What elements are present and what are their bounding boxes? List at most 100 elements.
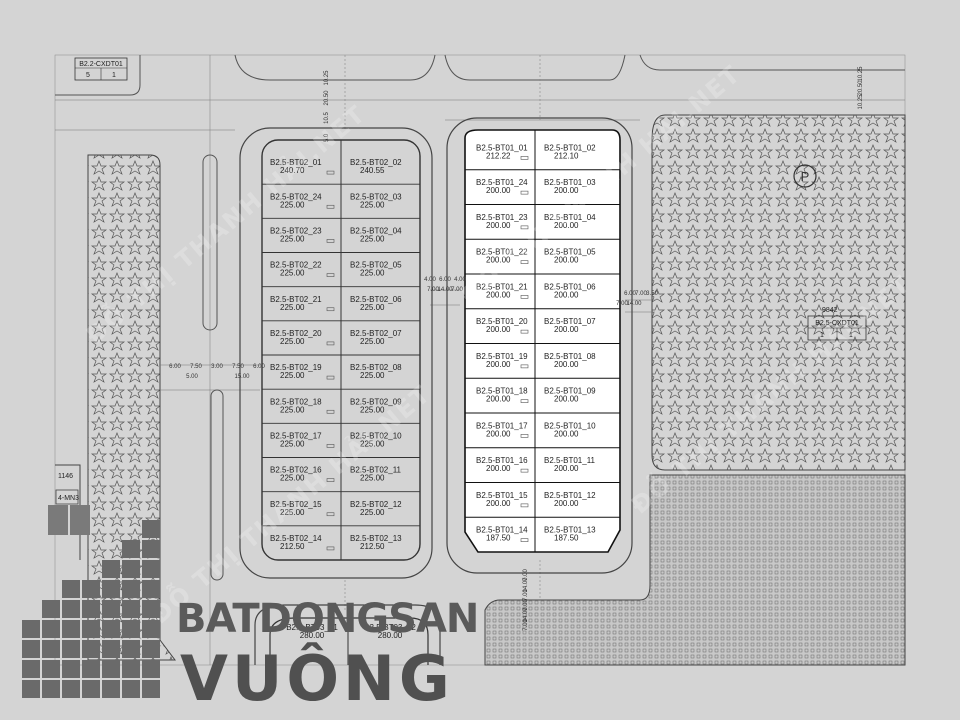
- lot-name[interactable]: B2.5-BT02_08: [350, 363, 402, 372]
- top-left-parcel-cell: 5: [86, 72, 90, 79]
- lot-name[interactable]: B2.5-BT02_01: [270, 158, 322, 167]
- logo-square: [62, 620, 80, 638]
- logo-square: [142, 620, 160, 638]
- lot-name[interactable]: B2.5-BT02_04: [350, 226, 402, 235]
- lot-name[interactable]: B2.5-BT01_10: [544, 421, 596, 430]
- lot-area: 200.00: [486, 360, 511, 369]
- left-parcel-area: 1146: [58, 473, 73, 480]
- lot-name[interactable]: B2.5-BT01_14: [476, 526, 528, 535]
- lot-name[interactable]: B2.5-BT01_24: [476, 178, 528, 187]
- lot-name[interactable]: B2.5-BT02_24: [270, 192, 322, 201]
- lot-name[interactable]: B2.5-BT02_17: [270, 431, 322, 440]
- lot-name[interactable]: B2.5-BT02_18: [270, 397, 322, 406]
- logo-square: [142, 580, 160, 598]
- road-dimension: 7.00: [523, 619, 529, 631]
- lot-name[interactable]: B2.5-BT01_20: [476, 317, 528, 326]
- road-dimension: 5.0: [324, 133, 330, 142]
- lot-entry-marker: [520, 295, 529, 299]
- top-mid-parcel: [234, 54, 436, 81]
- lot-name[interactable]: B2.5-BT01_01: [476, 143, 528, 152]
- lot-name[interactable]: B2.5-BT01_02: [544, 143, 596, 152]
- lot-name[interactable]: B2.5-BT02_21: [270, 295, 322, 304]
- parking-circle: [793, 164, 817, 188]
- lot-area: 225.00: [360, 371, 385, 380]
- lot-entry-marker: [520, 156, 529, 160]
- lot-name[interactable]: B2.5-BT01_05: [544, 248, 596, 257]
- lot-name[interactable]: B2.5-BT01_12: [544, 491, 596, 500]
- logo-square: [82, 640, 100, 658]
- lot-name[interactable]: B2.5-BT02_16: [270, 466, 322, 475]
- lot-entry-marker: [326, 512, 335, 517]
- lot-name[interactable]: B2.5-BT03_02: [364, 623, 416, 632]
- lot-name[interactable]: B2.5-BT02_19: [270, 363, 322, 372]
- lot-name[interactable]: B2.5-BT02_10: [350, 431, 402, 440]
- lot-name[interactable]: B2.5-BT02_06: [350, 295, 402, 304]
- road-dimension: 6.00: [624, 291, 636, 297]
- road-dimension: 14.00: [437, 287, 453, 293]
- lot-name[interactable]: B2.5-BT03_01: [286, 623, 338, 632]
- road-dimension: 6.00: [439, 277, 451, 283]
- lot-name[interactable]: B2.5-BT02_15: [270, 500, 322, 509]
- lot-name[interactable]: B2.5-BT01_07: [544, 317, 596, 326]
- lot-area: 200.00: [486, 221, 511, 230]
- left-parcel-tag: 4-MN3: [58, 495, 79, 502]
- lot-entry-marker: [326, 375, 335, 380]
- lot-name[interactable]: B2.5-BT01_16: [476, 456, 528, 465]
- lot-entry-marker: [520, 190, 529, 195]
- lot-name[interactable]: B2.5-BT01_19: [476, 352, 528, 361]
- lot-name[interactable]: B2.5-BT02_20: [270, 329, 322, 338]
- lot-entry-marker: [326, 546, 335, 551]
- lot-name[interactable]: B2.5-BT02_14: [270, 534, 322, 543]
- lot-area: 200.00: [554, 325, 579, 334]
- road-dimension: 7.00: [523, 569, 529, 581]
- block-bt03-outline: [254, 604, 441, 665]
- lot-name[interactable]: B2.5-BT01_15: [476, 491, 528, 500]
- lot-name[interactable]: B2.5-BT02_22: [270, 261, 322, 270]
- lot-area: 200.00: [554, 360, 579, 369]
- lot-name[interactable]: B2.5-BT02_11: [350, 466, 402, 475]
- lot-name[interactable]: B2.5-BT02_02: [350, 158, 402, 167]
- lot-name[interactable]: B2.5-BT01_06: [544, 282, 596, 291]
- left-parcel-tag-box: [55, 489, 79, 505]
- lot-name[interactable]: B2.5-BT02_07: [350, 329, 402, 338]
- lot-area: 200.00: [554, 499, 579, 508]
- lot-name[interactable]: B2.5-BT01_03: [544, 178, 596, 187]
- lot-name[interactable]: B2.5-BT02_12: [350, 500, 402, 509]
- lot-name[interactable]: B2.5-BT02_13: [350, 534, 402, 543]
- lot-area: 280.00: [378, 631, 403, 640]
- lot-name[interactable]: B2.5-BT01_08: [544, 352, 596, 361]
- logo-square: [142, 680, 160, 698]
- road-dimension: 5.00: [186, 374, 198, 380]
- lot-area: 200.00: [554, 395, 579, 404]
- lot-name[interactable]: B2.5-BT01_22: [476, 248, 528, 257]
- block-bt01: [464, 129, 621, 553]
- lot-name[interactable]: B2.5-BT02_03: [350, 192, 402, 201]
- road-dimension: 6.00: [169, 364, 181, 370]
- lot-area: 200.00: [486, 395, 511, 404]
- lot-area: 225.00: [360, 269, 385, 278]
- lot-name[interactable]: B2.5-BT01_17: [476, 421, 528, 430]
- lot-name[interactable]: B2.5-BT01_18: [476, 387, 528, 396]
- lot-entry-marker: [326, 239, 335, 243]
- road-dimension: 3.00: [211, 364, 223, 370]
- top-right-parcel: [639, 54, 905, 71]
- lot-name[interactable]: B2.5-BT02_23: [270, 226, 322, 235]
- lot-name[interactable]: B2.5-BT01_09: [544, 387, 596, 396]
- lot-name[interactable]: B2.5-BT01_23: [476, 213, 528, 222]
- lot-entry-marker: [520, 399, 529, 403]
- lot-name[interactable]: B2.5-BT01_21: [476, 282, 528, 291]
- lot-area: 225.00: [360, 200, 385, 209]
- lot-area: 225.00: [360, 439, 385, 448]
- lot-area: 200.00: [486, 325, 511, 334]
- logo-square: [42, 600, 60, 618]
- lot-name[interactable]: B2.5-BT02_09: [350, 397, 402, 406]
- road-dimension: 7.00: [523, 599, 529, 611]
- lot-name[interactable]: B2.5-BT02_05: [350, 261, 402, 270]
- road-dimension: 15.00: [234, 374, 250, 380]
- lot-name[interactable]: B2.5-BT01_11: [544, 456, 596, 465]
- lot-name[interactable]: B2.5-BT01_13: [544, 526, 596, 535]
- lot-name[interactable]: B2.5-BT01_04: [544, 213, 596, 222]
- lot-area: 225.00: [280, 474, 305, 483]
- road-dimension: 10.25: [324, 70, 330, 86]
- logo-square: [122, 540, 140, 558]
